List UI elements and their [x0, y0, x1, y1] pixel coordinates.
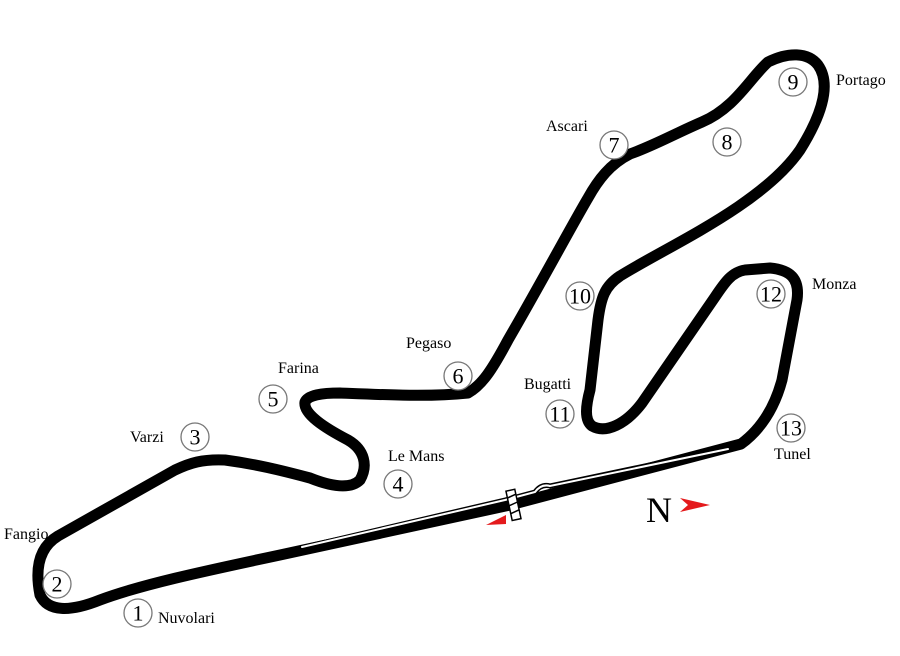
corner-2-number: 2 — [52, 572, 63, 597]
corner-4: 4 Le Mans — [383, 448, 444, 499]
track-outline — [32, 49, 830, 614]
corner-3-name: Varzi — [130, 429, 164, 446]
pit-lane-inner — [301, 448, 729, 548]
corner-10: 10 — [565, 281, 595, 311]
corner-6-number: 6 — [453, 364, 464, 389]
corner-12-number: 12 — [760, 282, 782, 307]
corner-6: 6 Pegaso — [406, 335, 473, 391]
corner-4-number: 4 — [393, 472, 404, 497]
north-arrow-icon — [680, 498, 710, 512]
corner-7-number: 7 — [609, 133, 620, 158]
corner-13: 13 Tunel — [774, 413, 811, 463]
corner-11-number: 11 — [549, 402, 570, 427]
corner-1: 1 Nuvolari — [123, 598, 215, 628]
north-compass: N — [646, 490, 710, 530]
corner-8-number: 8 — [722, 130, 733, 155]
corner-13-number: 13 — [780, 416, 802, 441]
corner-1-number: 1 — [133, 601, 144, 626]
corner-6-name: Pegaso — [406, 335, 451, 352]
corner-9: 9 Portago — [778, 67, 886, 97]
corner-11-name: Bugatti — [524, 376, 572, 393]
north-label: N — [646, 490, 672, 530]
corner-7-name: Ascari — [546, 118, 588, 135]
corner-12: 12 Monza — [756, 276, 856, 309]
corner-8: 8 — [712, 127, 742, 157]
corner-2: 2 Fangio — [4, 526, 72, 599]
corner-3: 3 Varzi — [130, 422, 210, 452]
corner-7: 7 Ascari — [546, 118, 629, 160]
corner-10-number: 10 — [569, 284, 591, 309]
corner-3-number: 3 — [190, 425, 201, 450]
corner-5-number: 5 — [268, 387, 279, 412]
corner-5: 5 Farina — [258, 360, 319, 414]
corner-9-number: 9 — [788, 70, 799, 95]
corner-12-name: Monza — [812, 276, 856, 293]
corner-13-name: Tunel — [774, 446, 811, 463]
corner-9-name: Portago — [836, 72, 886, 89]
start-direction-arrow — [486, 515, 506, 525]
corner-5-name: Farina — [278, 360, 319, 377]
corner-4-name: Le Mans — [388, 448, 444, 465]
corner-2-name: Fangio — [4, 526, 48, 543]
corner-11: 11 Bugatti — [524, 376, 575, 429]
corner-1-name: Nuvolari — [158, 610, 215, 627]
